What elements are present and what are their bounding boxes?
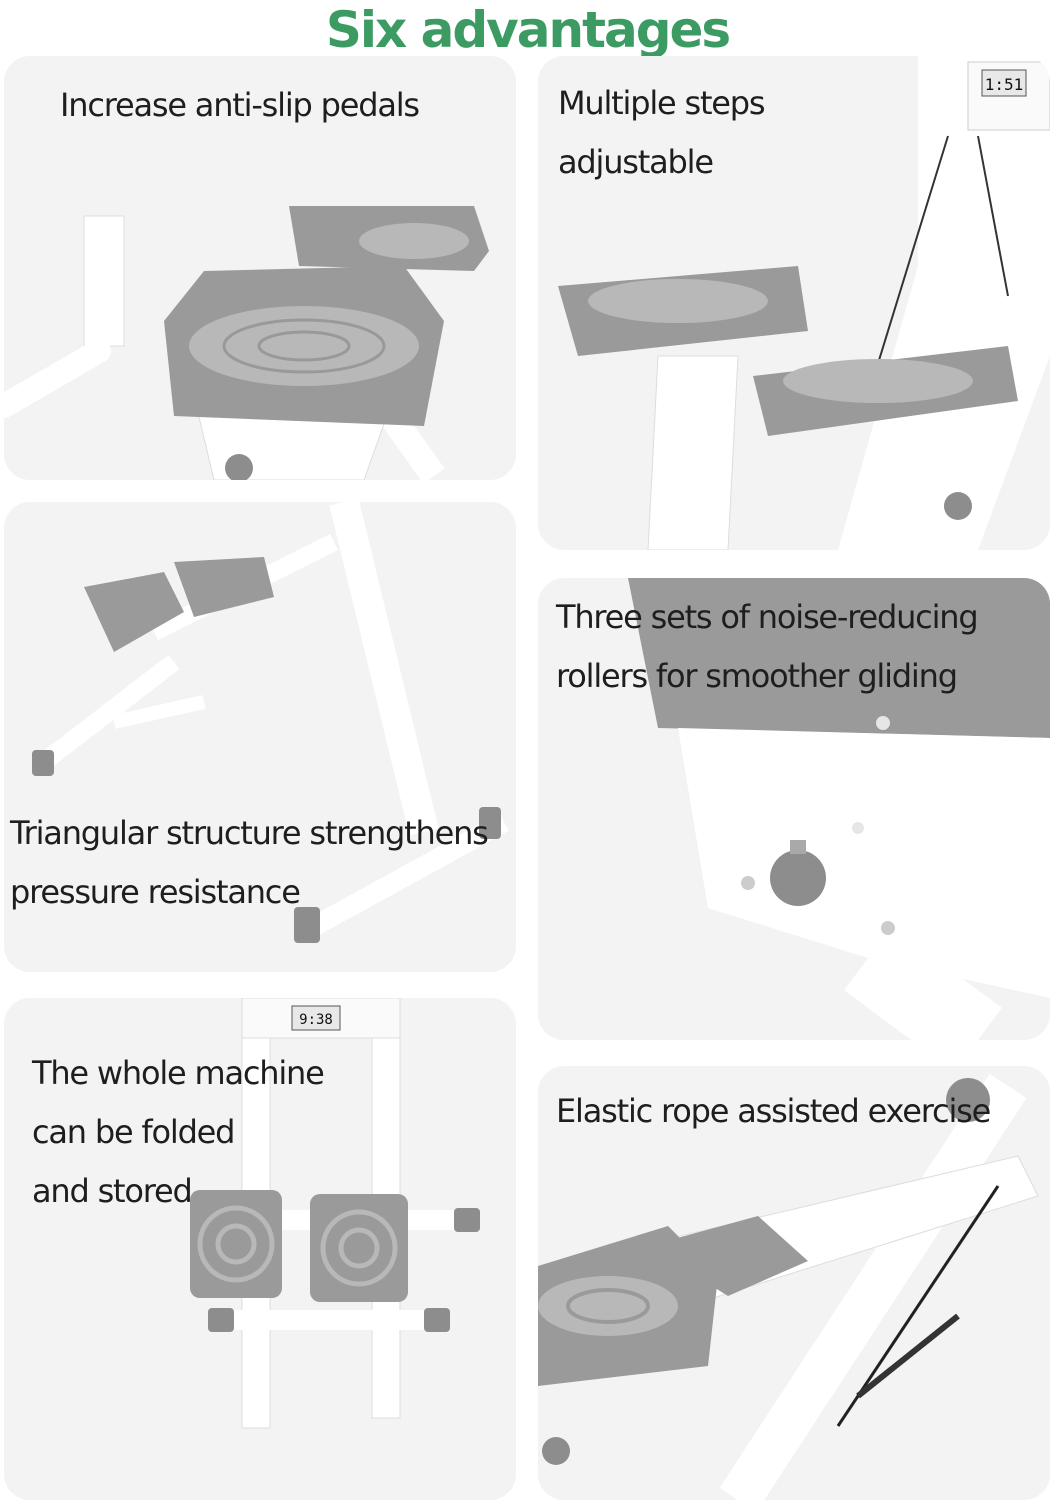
stepper-adjustment-illustration: 1:51 [558,56,1050,550]
caption-line: rollers for smoother gliding [556,657,958,695]
caption-line: and stored [32,1172,193,1210]
stepper-frame-illustration [32,502,509,943]
panel-caption: Triangular structure strengthens pressur… [10,804,489,922]
elastic-rope-illustration [538,1073,1039,1500]
panel-triangular-structure: Triangular structure strengthens pressur… [4,502,516,972]
panel-caption: Multiple steps adjustable [558,74,766,192]
panel-caption: The whole machine can be folded and stor… [32,1044,325,1221]
panel-caption: Elastic rope assisted exercise [556,1082,991,1141]
panel-caption: Three sets of noise-reducing rollers for… [556,588,979,706]
page-title: Six advantages [325,1,731,59]
panel-anti-slip-pedals: Increase anti-slip pedals [4,56,516,480]
panel-caption: Increase anti-slip pedals [60,76,420,135]
caption-line: can be folded [32,1113,235,1151]
caption-line: The whole machine [32,1054,325,1092]
caption-line: adjustable [558,143,714,181]
caption-line: Increase anti-slip pedals [60,86,420,124]
caption-line: pressure resistance [10,873,301,911]
caption-line: Three sets of noise-reducing [556,598,979,636]
panel-noise-reducing-rollers: Three sets of noise-reducing rollers for… [538,578,1050,1040]
roller-closeup-illustration [628,578,1050,1040]
caption-line: Elastic rope assisted exercise [556,1092,991,1130]
caption-line: Multiple steps [558,84,766,122]
caption-line: Triangular structure strengthens [10,814,489,852]
panel-multiple-steps: 1:51 Multiple steps adjustable [538,56,1050,550]
digital-display: 9:38 [299,1012,333,1028]
panel-elastic-rope: Elastic rope assisted exercise [538,1066,1050,1500]
panel-foldable-storage: 9:38 The whole machine can be folded and… [4,998,516,1500]
digital-display: 1:51 [985,75,1024,94]
folded-stepper-illustration: 9:38 [190,998,480,1429]
stepper-pedals-illustration [4,206,489,480]
